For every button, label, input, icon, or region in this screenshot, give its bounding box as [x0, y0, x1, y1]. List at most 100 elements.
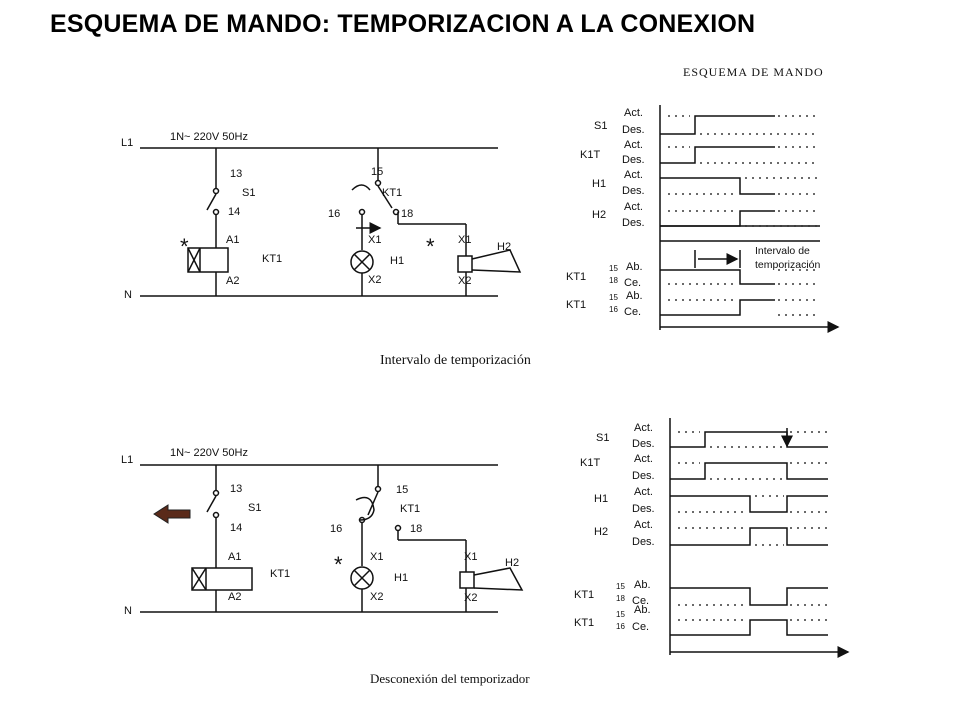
label-h1-x2-top: X2: [368, 274, 381, 286]
label-a2-top: A2: [226, 275, 239, 287]
t-top-h1: H1: [592, 178, 606, 190]
t-bot-kt1-a-n2: 18: [616, 594, 625, 603]
label-18-top: 18: [401, 208, 413, 220]
label-16-bottom: 16: [330, 523, 342, 535]
t-top-kt1-b-n2: 16: [609, 305, 618, 314]
t-top-h1-lo: Des.: [622, 185, 645, 197]
circuit-bottom: [140, 464, 524, 613]
t-top-kt1-a-hi: Ab.: [626, 261, 643, 273]
t-bot-kt1-a: KT1: [574, 589, 594, 601]
t-bot-k1t-lo: Des.: [632, 470, 655, 482]
circuit-bottom-labels: L1 N 1N~ 220V 50Hz 13 S1 14 A1 A2 KT1 15…: [121, 447, 519, 617]
label-15-top: 15: [371, 166, 383, 178]
label-s1-bottom: S1: [248, 502, 261, 514]
t-bot-k1t: K1T: [580, 457, 600, 469]
t-top-kt1-a: KT1: [566, 271, 586, 283]
timing-top: [659, 105, 840, 333]
asterisk-horn-top: *: [426, 234, 435, 259]
t-top-s1-hi: Act.: [624, 107, 643, 119]
h2-horn-bottom: [459, 571, 475, 589]
page-title: ESQUEMA DE MANDO: TEMPORIZACION A LA CON…: [50, 10, 756, 38]
kt1-1518-signal-top: [660, 269, 775, 285]
t-top-h2: H2: [592, 209, 606, 221]
h2-signal-top: [660, 210, 775, 227]
label-kt1-contact-top: KT1: [382, 187, 402, 199]
label-h2-x1-top: X1: [458, 234, 471, 246]
arrow-left-icon: [153, 504, 191, 524]
kt1-1516-signal-bottom: [670, 619, 828, 636]
t-top-kt1-a-n2: 18: [609, 276, 618, 285]
h1-signal-bottom: [670, 495, 828, 513]
input-arrow-bottom: [153, 504, 191, 524]
label-a1-bottom: A1: [228, 551, 241, 563]
t-bot-kt1-a-hi: Ab.: [634, 579, 651, 591]
t-bot-s1-hi: Act.: [634, 422, 653, 434]
diagram-header: ESQUEMA DE MANDO: [683, 65, 824, 79]
t-top-h2-hi: Act.: [624, 201, 643, 213]
label-kt1-coil-bottom: KT1: [270, 568, 290, 580]
label-h1-x1-top: X1: [368, 234, 381, 246]
label-h1-top: H1: [390, 255, 404, 267]
t-bot-h2: H2: [594, 526, 608, 538]
t-top-k1t: K1T: [580, 149, 600, 161]
t-top-kt1-b-lo: Ce.: [624, 306, 641, 318]
t-top-k1t-hi: Act.: [624, 139, 643, 151]
label-h2-x1-bottom: X1: [464, 551, 477, 563]
t-top-h2-lo: Des.: [622, 217, 645, 229]
label-h2-x2-top: X2: [458, 275, 471, 287]
t-bot-kt1-b-lo: Ce.: [632, 621, 649, 633]
caption-bottom: Desconexión del temporizador: [370, 671, 530, 686]
s1-signal-top: [660, 115, 775, 135]
label-a2-bottom: A2: [228, 591, 241, 603]
label-n-bottom: N: [124, 605, 132, 617]
label-supply-top: 1N~ 220V 50Hz: [170, 131, 248, 143]
caption-top: Intervalo de temporización: [380, 353, 531, 368]
label-h2-bottom: H2: [505, 557, 519, 569]
kt1-1516-signal-top: [660, 299, 775, 316]
label-supply-bottom: 1N~ 220V 50Hz: [170, 447, 248, 459]
k1t-signal-top: [660, 146, 775, 164]
asterisk-coil-top: *: [180, 234, 189, 259]
t-bot-kt1-b-hi: Ab.: [634, 604, 651, 616]
t-bot-h1-lo: Des.: [632, 503, 655, 515]
label-a1-top: A1: [226, 234, 239, 246]
t-bot-h1: H1: [594, 493, 608, 505]
label-n-top: N: [124, 289, 132, 301]
h2-horn-top: [457, 255, 473, 273]
timing-bottom: [669, 418, 850, 658]
timing-top-dots: [668, 115, 818, 316]
circuit-top-labels: L1 N 1N~ 220V 50Hz 13 S1 14 A1 A2 KT1 15…: [121, 131, 511, 301]
t-top-interval-1: Intervalo de: [755, 245, 810, 257]
kt1-1518-signal-bottom: [670, 587, 828, 606]
label-h2-top: H2: [497, 241, 511, 253]
t-top-kt1-a-lo: Ce.: [624, 277, 641, 289]
label-14-bottom: 14: [230, 522, 242, 534]
t-bot-kt1-b-n1: 15: [616, 610, 625, 619]
label-kt1-contact-bottom: KT1: [400, 503, 420, 515]
t-top-interval-2: temporización: [755, 259, 821, 271]
t-bot-kt1-a-n1: 15: [616, 582, 625, 591]
t-bot-s1: S1: [596, 432, 609, 444]
t-top-kt1-b: KT1: [566, 299, 586, 311]
kt1-contact-top: [377, 185, 393, 209]
kt1-coil-bottom: [191, 567, 253, 591]
t-bot-h2-lo: Des.: [632, 536, 655, 548]
t-bot-k1t-hi: Act.: [634, 453, 653, 465]
label-l1-top: L1: [121, 137, 133, 149]
t-bot-kt1-a-lo: Ce.: [632, 595, 649, 607]
s1-signal-bottom: [670, 431, 828, 448]
t-top-s1-lo: Des.: [622, 124, 645, 136]
timing-top-labels: S1 Act. Des. K1T Act. Des. H1 Act. Des. …: [566, 107, 821, 318]
t-bot-s1-lo: Des.: [632, 438, 655, 450]
label-14-top: 14: [228, 206, 240, 218]
label-13-bottom: 13: [230, 483, 242, 495]
t-top-s1: S1: [594, 120, 607, 132]
label-h1-x2-bottom: X2: [370, 591, 383, 603]
t-top-k1t-lo: Des.: [622, 154, 645, 166]
asterisk-lamp-bottom: *: [334, 552, 343, 577]
t-top-kt1-a-n1: 15: [609, 264, 618, 273]
k1t-signal-bottom: [670, 462, 828, 480]
t-bot-h2-hi: Act.: [634, 519, 653, 531]
h1-signal-top: [660, 177, 775, 195]
